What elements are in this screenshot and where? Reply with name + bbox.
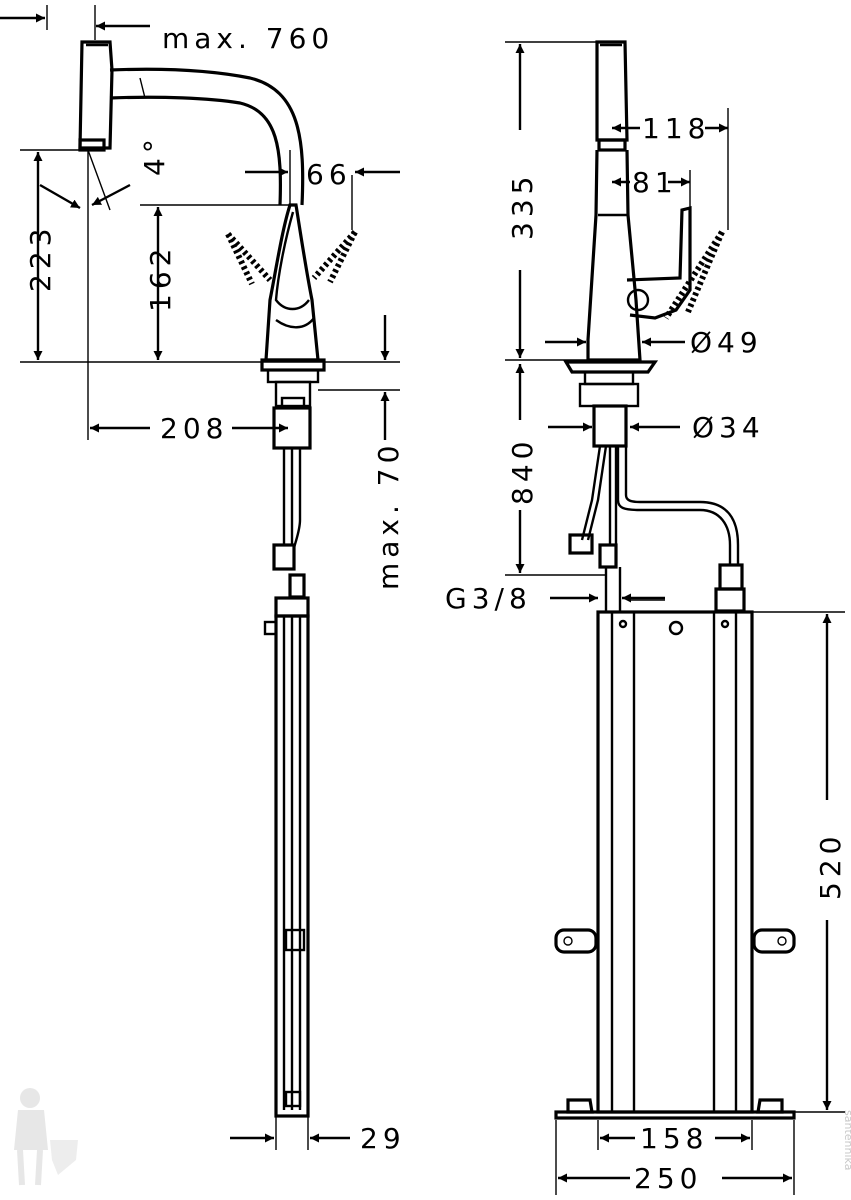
dim-223-label: 223 <box>24 224 57 292</box>
dim-162-label: 162 <box>144 244 177 312</box>
dim-max-70-label: max. 70 <box>372 441 405 590</box>
dim-250-label: 250 <box>634 1162 702 1195</box>
dim-66-label: 66 <box>306 158 352 191</box>
side-view-faucet <box>78 40 358 1118</box>
dim-81-label: 81 <box>632 166 678 199</box>
dim-29-label: 29 <box>360 1122 406 1155</box>
side-view-dimensions <box>0 5 400 1150</box>
front-view-faucet <box>554 40 796 1120</box>
dim-dia49-label: Ø49 <box>690 326 763 359</box>
front-view-dimensions <box>505 41 845 1195</box>
dim-angle-4-label: 4° <box>138 134 171 176</box>
plumber-logo-watermark <box>14 1088 78 1186</box>
dim-208-label: 208 <box>160 412 228 445</box>
dim-520-label: 520 <box>814 832 847 900</box>
dim-840-label: 840 <box>506 437 539 505</box>
dim-158-label: 158 <box>640 1122 708 1155</box>
dim-118-label: 118 <box>642 112 710 145</box>
dim-335-label: 335 <box>506 172 539 240</box>
dim-dia34-label: Ø34 <box>692 411 765 444</box>
dim-max-760-label: max. 760 <box>162 22 334 55</box>
watermark-text: santehnika <box>842 1110 851 1170</box>
dim-g38-label: G3/8 <box>445 582 532 615</box>
